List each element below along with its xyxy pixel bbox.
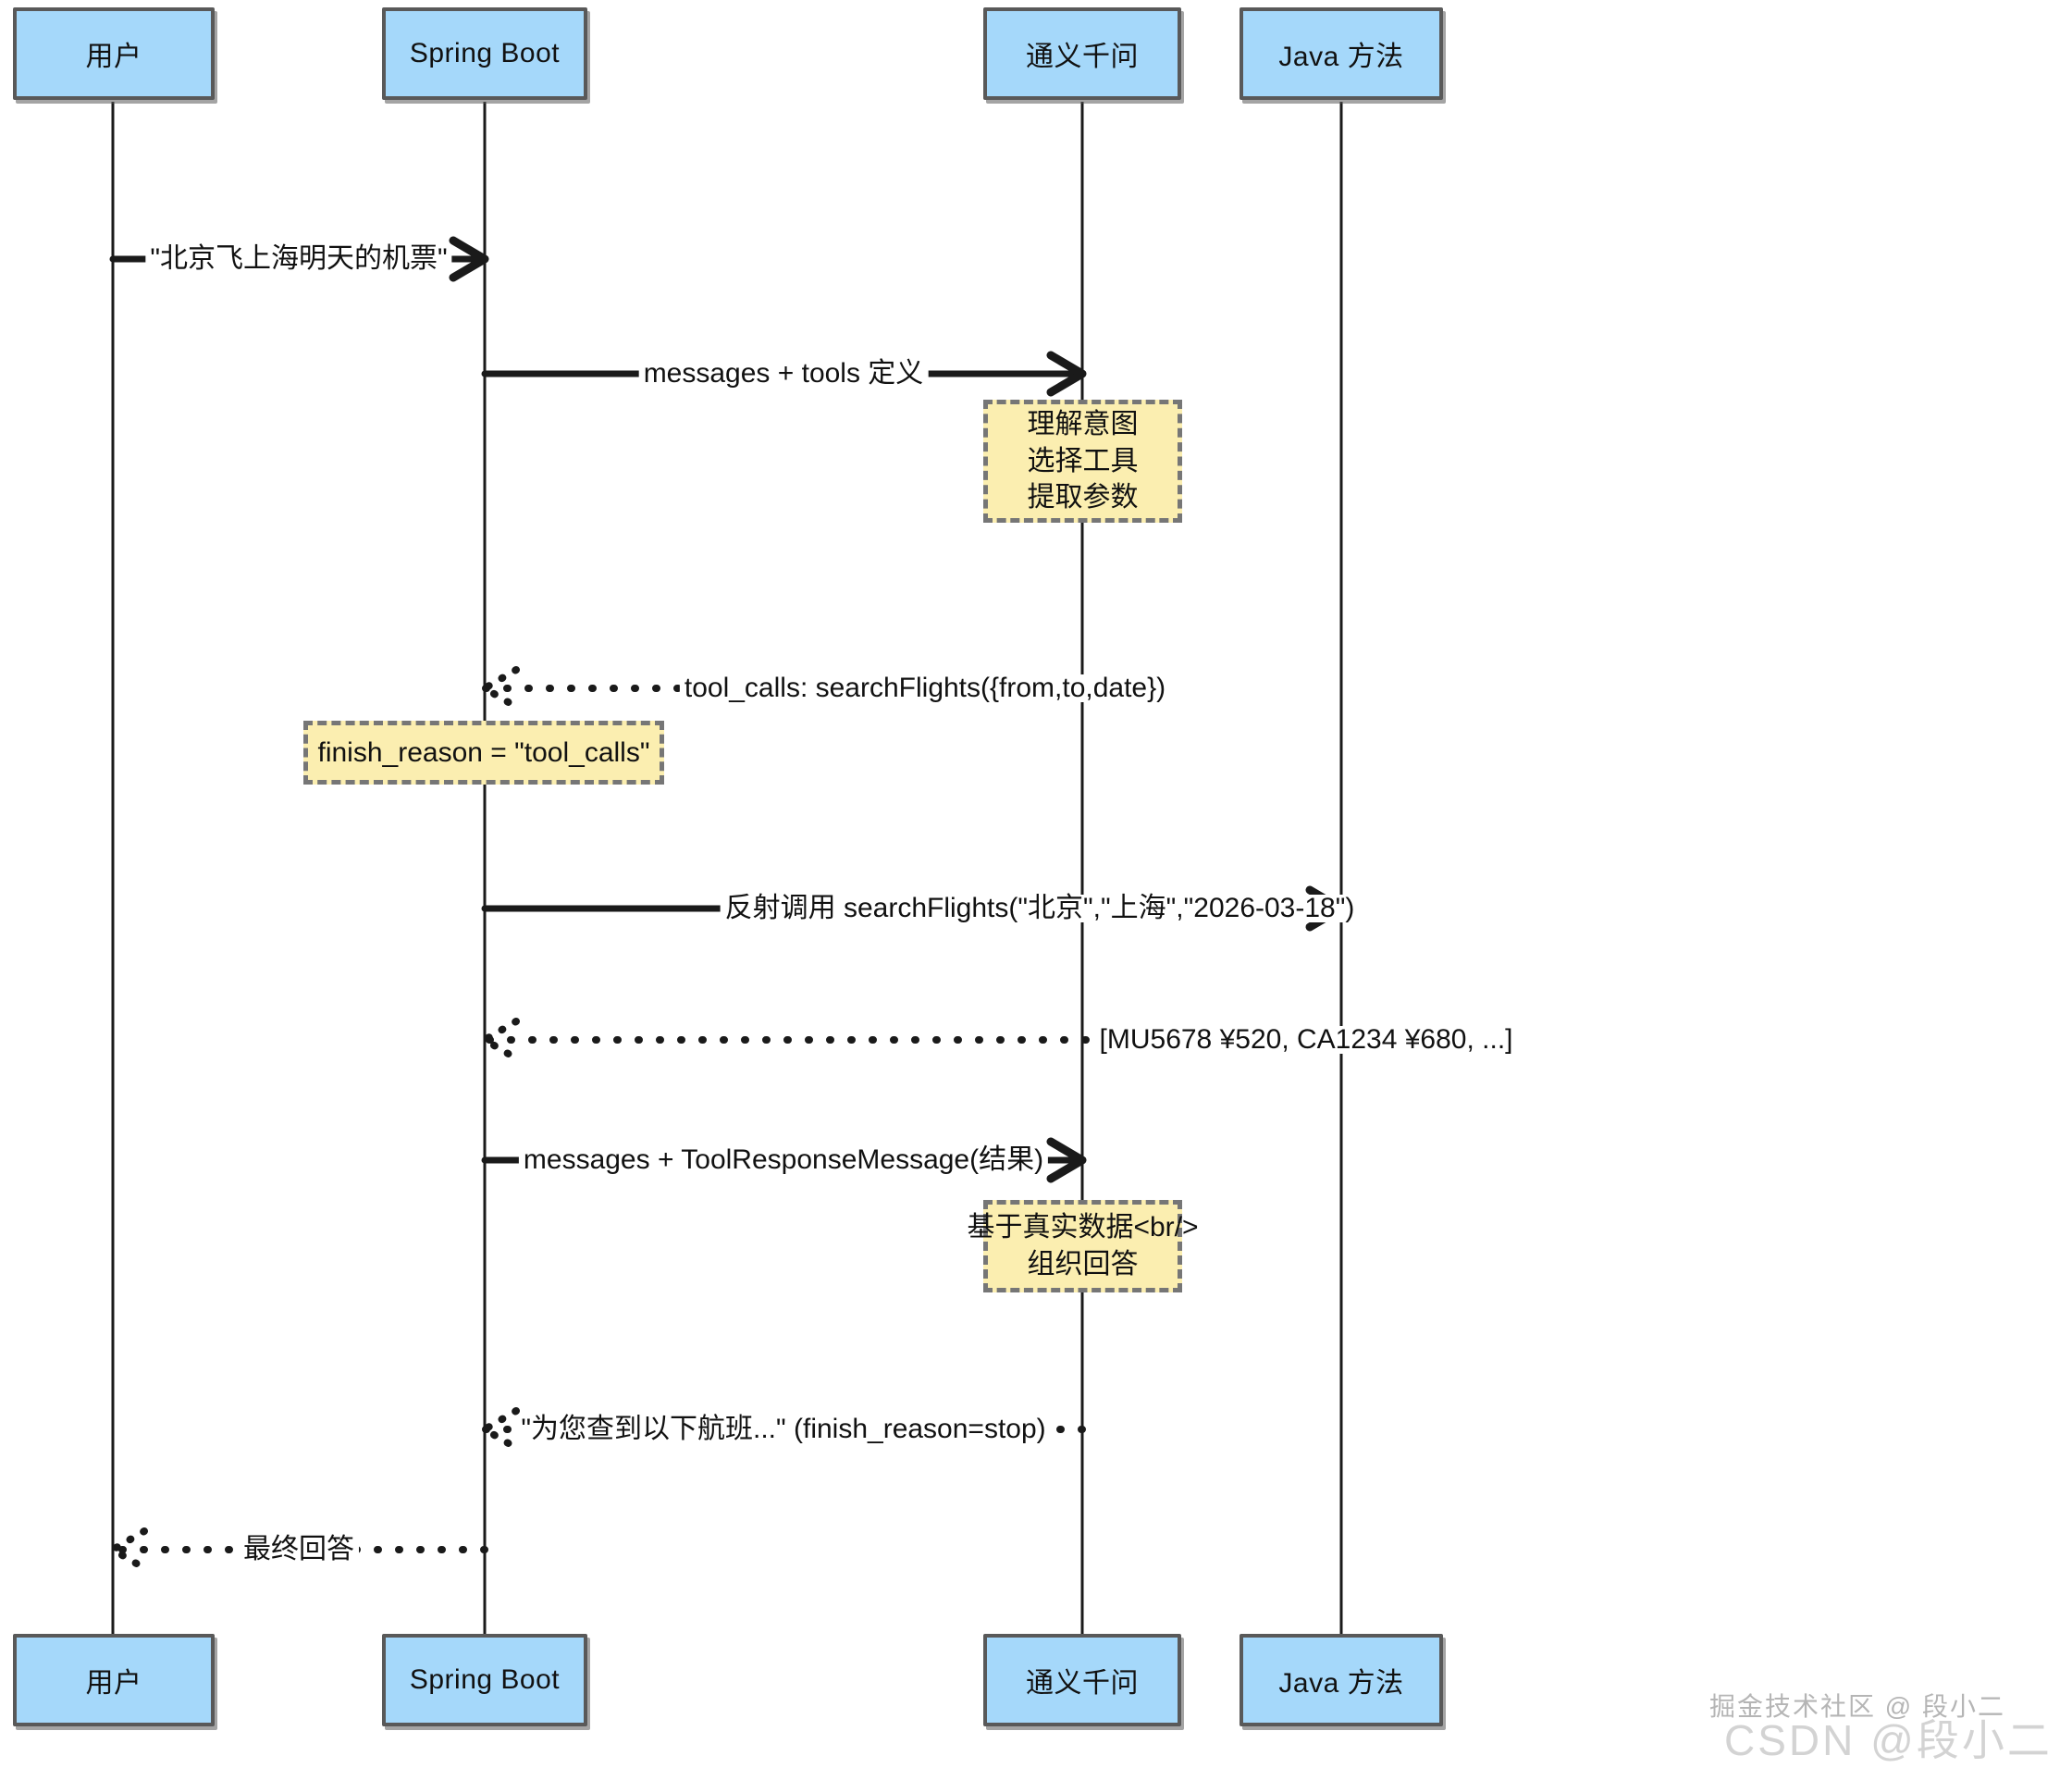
actor-box-springboot-bottom[interactable]: Spring Boot (382, 1634, 587, 1726)
arrowhead-m8 (105, 1527, 148, 1572)
message-label-m7: "为您查到以下航班..." (finish_reason=stop) (516, 1416, 1051, 1443)
note-line: 基于真实数据<br/> (967, 1212, 1199, 1243)
message-label-m2: messages + tools 定义 (638, 360, 929, 388)
actor-label-springboot-bottom: Spring Boot (409, 1664, 561, 1695)
message-label-m6: messages + ToolResponseMessage(结果) (518, 1146, 1049, 1174)
actor-label-qwen-bottom: 通义千问 (1026, 1668, 1139, 1699)
note-qwen-compose-answer: 基于真实数据<br/> 组织回答 (967, 1200, 1199, 1292)
message-label-m8: 最终回答 (239, 1536, 359, 1564)
arrowhead-m7 (477, 1407, 520, 1452)
message-label-m5: [MU5678 ¥520, CA1234 ¥680, ...] (1094, 1026, 1518, 1054)
note-line: 选择工具 (1027, 445, 1139, 476)
actor-label-qwen-top: 通义千问 (1026, 42, 1139, 72)
note-line: finish_reason = "tool_calls" (317, 736, 650, 768)
arrowhead-m2 (1046, 351, 1087, 397)
actor-label-javamethod-bottom: Java 方法 (1278, 1668, 1404, 1699)
actor-label-user-bottom: 用户 (85, 1668, 142, 1699)
actor-label-javamethod-top: Java 方法 (1278, 42, 1404, 72)
lifelines-group (111, 102, 1343, 1634)
note-line: 理解意图 (1027, 409, 1139, 440)
message-label-m1: "北京飞上海明天的机票" (145, 245, 452, 273)
arrowhead-m3 (477, 666, 520, 711)
actor-box-user-bottom[interactable]: 用户 (13, 1634, 215, 1726)
note-line: 组织回答 (1027, 1249, 1139, 1280)
arrowhead-m1 (449, 236, 489, 282)
message-label-m3: tool_calls: searchFlights({from,to,date}… (679, 674, 1171, 702)
arrowhead-m5 (477, 1018, 520, 1062)
arrowhead-m6 (1046, 1137, 1087, 1183)
actor-box-qwen-top[interactable]: 通义千问 (983, 7, 1181, 100)
actor-label-user-top: 用户 (85, 42, 142, 72)
message-label-m4: 反射调用 searchFlights("北京","上海","2026-03-18… (720, 895, 1360, 922)
actor-box-qwen-bottom[interactable]: 通义千问 (983, 1634, 1181, 1726)
actor-box-springboot-top[interactable]: Spring Boot (382, 7, 587, 100)
actor-box-user-top[interactable]: 用户 (13, 7, 215, 100)
note-line: 提取参数 (1027, 482, 1139, 513)
actor-box-javamethod-top[interactable]: Java 方法 (1240, 7, 1443, 100)
actor-label-springboot-top: Spring Boot (409, 38, 561, 68)
note-finish-reason: finish_reason = "tool_calls" (303, 721, 664, 785)
actor-box-javamethod-bottom[interactable]: Java 方法 (1240, 1634, 1443, 1726)
note-qwen-intent: 理解意图 选择工具 提取参数 (983, 400, 1182, 523)
